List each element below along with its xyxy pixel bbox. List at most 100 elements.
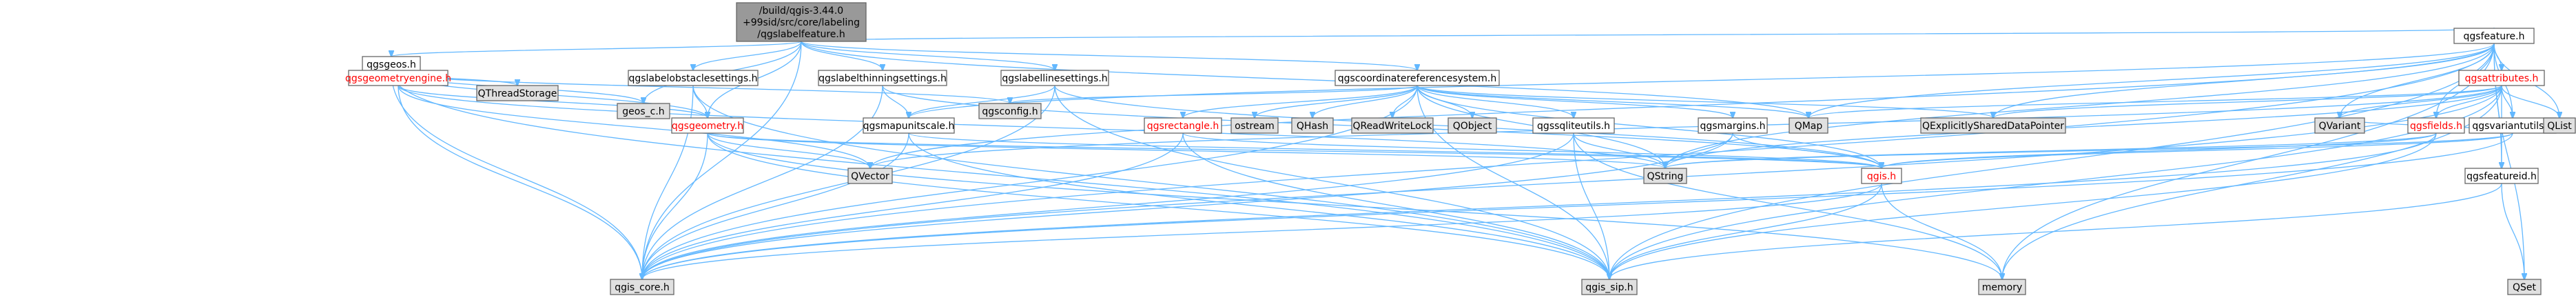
node-QMap[interactable]: QMap	[1789, 117, 1828, 134]
edge-qgsfeatureid-to-QSet	[2501, 183, 2524, 279]
edge-qgsattributes-to-memory	[2002, 85, 2502, 279]
node-box-qgssqliteutils	[1532, 117, 1615, 134]
node-qgscoordinatereferencesystem[interactable]: qgscoordinatereferencesystem.h	[1335, 70, 1500, 86]
node-qgis_sip[interactable]: qgis_sip.h	[1581, 279, 1638, 295]
node-qgsconfig[interactable]: qgsconfig.h	[978, 103, 1042, 119]
edges-layer	[391, 28, 2559, 279]
node-QSet[interactable]: QSet	[2507, 279, 2542, 295]
node-label-qgsfeatureid: qgsfeatureid.h	[2466, 171, 2537, 182]
edge-qgsfields-to-QString	[1665, 132, 2437, 168]
node-QList[interactable]: QList	[2543, 117, 2576, 134]
node-geos_c[interactable]: geos_c.h	[617, 103, 670, 119]
node-QThreadStorage[interactable]: QThreadStorage	[476, 85, 559, 101]
node-qgsgeometry[interactable]: qgsgeometry.h	[671, 117, 744, 134]
node-qgsattributes[interactable]: qgsattributes.h	[2458, 70, 2545, 86]
edge-qgsrectangle-to-qgis_sip	[1182, 132, 1609, 279]
node-memory[interactable]: memory	[1978, 279, 2026, 295]
node-qgis[interactable]: qgis.h	[1861, 168, 1902, 184]
node-label-QThreadStorage: QThreadStorage	[478, 88, 557, 99]
edge-qgscoordinatereferencesystem-to-qgsrectangle	[1183, 85, 1418, 118]
node-box-qgsrectangle	[1144, 117, 1222, 134]
edge-root-to-qgscoordinatereferencesystem	[801, 41, 1417, 70]
edge-qgslabelthinningsettings-to-qgsmapunitscale	[882, 85, 909, 118]
edge-qgsmapunitscale-to-qgis	[908, 132, 1882, 168]
node-qgsrectangle[interactable]: qgsrectangle.h	[1144, 117, 1222, 134]
node-qgsmapunitscale[interactable]: qgsmapunitscale.h	[863, 117, 955, 134]
node-box-memory	[1978, 279, 2026, 295]
node-qgsfeatureid[interactable]: qgsfeatureid.h	[2464, 168, 2539, 184]
node-box-root	[736, 2, 867, 42]
node-label-QExplicitlySharedDataPointer: QExplicitlySharedDataPointer	[1922, 121, 2064, 132]
edge-qgsattributes-to-QMap	[1809, 85, 2502, 118]
node-label-qgscoordinatereferencesystem: qgscoordinatereferencesystem.h	[1338, 73, 1497, 84]
node-label-qgsattributes: qgsattributes.h	[2465, 73, 2539, 84]
node-QHash[interactable]: QHash	[1291, 117, 1334, 134]
node-qgslabelobstaclesettings[interactable]: qgslabelobstaclesettings.h	[628, 70, 759, 86]
node-label-ostream: ostream	[1235, 121, 1275, 132]
node-label-qgssqliteutils: qgssqliteutils.h	[1537, 121, 1610, 132]
edge-qgsfeature-to-QString	[1665, 43, 2495, 168]
edge-qgsmargins-to-qgis_core	[642, 132, 1733, 279]
node-label-QSet: QSet	[2513, 282, 2537, 293]
node-QString[interactable]: QString	[1643, 168, 1687, 184]
node-label-qgis_core: qgis_core.h	[615, 282, 670, 293]
edge-qgsfeature-to-qgis_sip	[1609, 43, 2495, 279]
edge-qgscoordinatereferencesystem-to-qgis	[1416, 85, 1882, 168]
edge-qgslabellinesettings-to-qgis_sip	[1054, 85, 1609, 279]
node-box-qgis_sip	[1581, 279, 1638, 295]
node-label-qgsrectangle: qgsrectangle.h	[1147, 121, 1219, 132]
node-QObject[interactable]: QObject	[1447, 117, 1497, 134]
node-qgsgeometryengine[interactable]: qgsgeometryengine.h	[345, 70, 451, 86]
node-label-QObject: QObject	[1453, 121, 1492, 132]
node-label-qgsconfig: qgsconfig.h	[982, 106, 1038, 117]
node-box-QThreadStorage	[476, 85, 559, 101]
edge-qgsgeometry-to-QVector	[707, 132, 870, 168]
node-label-qgis: qgis.h	[1867, 171, 1896, 182]
node-label-QVector: QVector	[851, 171, 889, 182]
node-box-qgslabellinesettings	[1000, 70, 1109, 86]
edge-qgsfeature-to-QVector	[870, 43, 2495, 168]
node-box-qgslabelthinningsettings	[818, 70, 947, 86]
node-box-qgscoordinatereferencesystem	[1335, 70, 1500, 86]
node-qgslabelthinningsettings[interactable]: qgslabelthinningsettings.h	[818, 70, 947, 86]
edge-qgssqliteutils-to-qgis_sip	[1573, 132, 1609, 279]
node-qgsfeature[interactable]: qgsfeature.h	[2453, 28, 2535, 44]
edge-qgsattributes-to-qgis_core	[642, 85, 2502, 279]
node-qgssqliteutils[interactable]: qgssqliteutils.h	[1532, 117, 1615, 134]
edge-root-to-qgslabelobstaclesettings	[693, 41, 802, 70]
edge-qgsgeometry-to-qgis_core	[642, 132, 708, 279]
node-QExplicitlySharedDataPointer[interactable]: QExplicitlySharedDataPointer	[1920, 117, 2066, 134]
node-QVector[interactable]: QVector	[847, 168, 893, 184]
edge-qgis-to-memory	[1881, 183, 2002, 279]
node-label-qgsmapunitscale: qgsmapunitscale.h	[863, 121, 955, 132]
node-label-root: +99sid/src/core/labeling	[743, 17, 860, 28]
node-qgslabellinesettings[interactable]: qgslabellinesettings.h	[1000, 70, 1109, 86]
edge-qgscoordinatereferencesystem-to-QExplicitlySharedDataPointer	[1416, 85, 1993, 118]
node-label-QVariant: QVariant	[2319, 121, 2361, 132]
edge-qgsgeometry-to-QString	[707, 132, 1665, 168]
edge-qgsvariantutils-to-qgis_core	[642, 132, 2513, 279]
node-qgis_core[interactable]: qgis_core.h	[610, 279, 674, 295]
node-label-qgslabelthinningsettings: qgslabelthinningsettings.h	[818, 73, 947, 84]
node-box-qgsmargins	[1698, 117, 1768, 134]
edge-qgsattributes-to-QVector	[870, 85, 2502, 168]
node-label-qgslabelobstaclesettings: qgslabelobstaclesettings.h	[628, 73, 757, 84]
node-qgsmargins[interactable]: qgsmargins.h	[1698, 117, 1768, 134]
node-qgsgeos[interactable]: qgsgeos.h	[362, 56, 421, 72]
edge-qgsmapunitscale-to-qgis_core	[642, 132, 909, 279]
edge-root-to-qgslabellinesettings	[801, 41, 1055, 70]
node-box-qgsconfig	[978, 103, 1042, 119]
node-box-qgsgeometryengine	[348, 70, 449, 86]
node-QReadWriteLock[interactable]: QReadWriteLock	[1351, 117, 1434, 134]
edge-qgsattributes-to-qgsfields	[2436, 85, 2502, 118]
edge-qgsfeature-to-memory	[2002, 43, 2495, 279]
node-root[interactable]: /build/qgis-3.44.0+99sid/src/core/labeli…	[736, 2, 867, 42]
node-label-geos_c: geos_c.h	[622, 106, 664, 117]
node-box-qgsfields	[2407, 117, 2465, 134]
node-ostream[interactable]: ostream	[1230, 117, 1279, 134]
edge-qgscoordinatereferencesystem-to-QMap	[1416, 85, 1809, 118]
edge-qgsvariantutils-to-QString	[1665, 132, 2513, 168]
node-QVariant[interactable]: QVariant	[2314, 117, 2365, 134]
node-qgsfields[interactable]: qgsfields.h	[2407, 117, 2465, 134]
node-qgsvariantutils[interactable]: qgsvariantutils.h	[2469, 117, 2557, 134]
